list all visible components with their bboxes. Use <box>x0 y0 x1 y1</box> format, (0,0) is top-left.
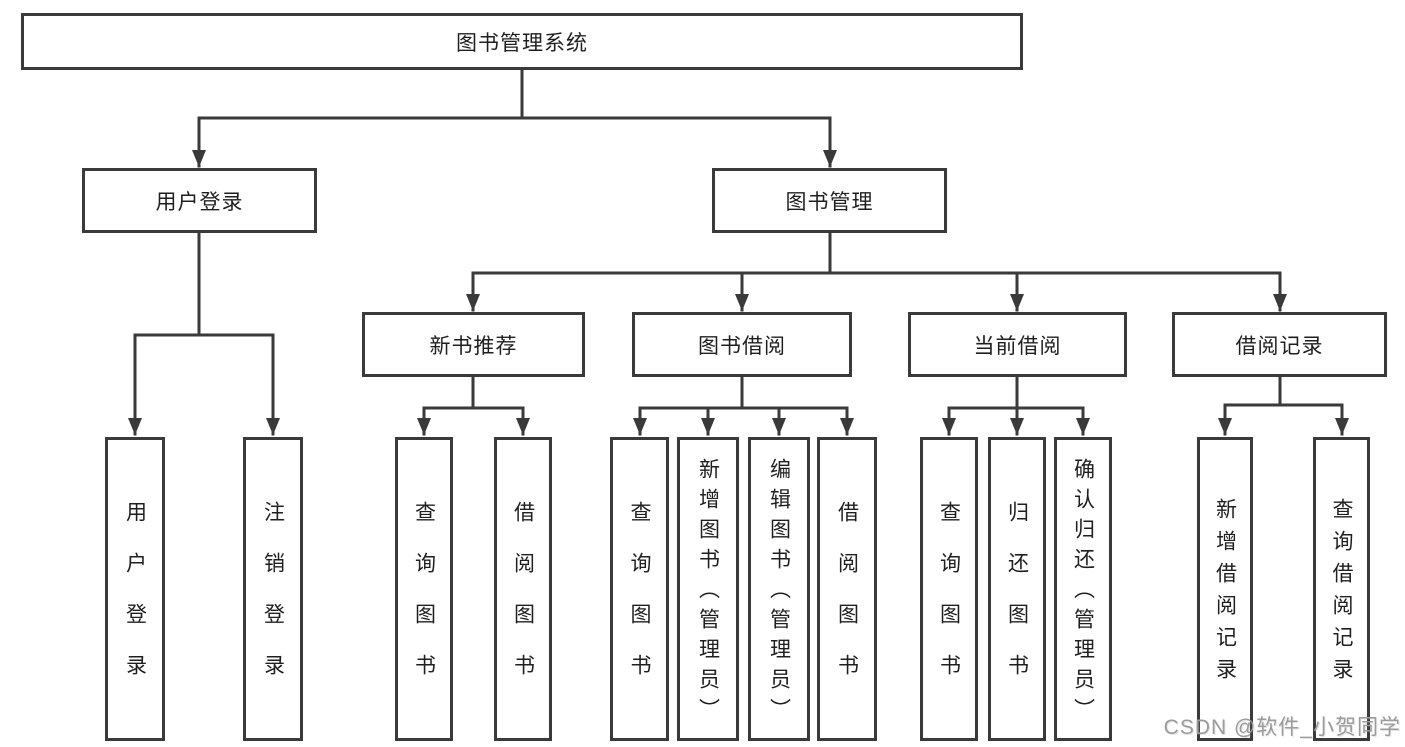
node-label: 新增图书（管理员） <box>696 458 720 728</box>
node-library-management-system: 图书管理系统 <box>21 13 1023 70</box>
node-label: 查询图书 <box>412 501 436 705</box>
node-label: 用户登录 <box>155 190 244 214</box>
leaf-edit-books-admin: 编辑图书（管理员） <box>748 437 810 741</box>
node-label: 查询图书 <box>937 501 961 705</box>
node-label: 注销登录 <box>261 501 285 705</box>
node-borrowing-records: 借阅记录 <box>1172 312 1387 377</box>
node-label: 借阅图书 <box>511 501 535 705</box>
node-book-management: 图书管理 <box>712 168 947 233</box>
leaf-borrow-books-recommend: 借阅图书 <box>494 437 552 741</box>
leaf-borrow-books: 借阅图书 <box>817 437 877 741</box>
node-new-book-recommendation: 新书推荐 <box>362 312 585 377</box>
leaf-query-books-recommend: 查询图书 <box>395 437 453 741</box>
node-label: 新书推荐 <box>429 334 518 358</box>
node-label: 确认归还（管理员） <box>1071 458 1095 728</box>
leaf-return-books: 归还图书 <box>988 437 1046 741</box>
node-user-login-branch: 用户登录 <box>82 168 317 233</box>
leaf-add-books-admin: 新增图书（管理员） <box>677 437 739 741</box>
node-label: 借阅记录 <box>1235 334 1324 358</box>
node-label: 借阅图书 <box>835 501 859 705</box>
node-label: 当前借阅 <box>973 334 1062 358</box>
node-label: 用户登录 <box>123 501 147 705</box>
node-label: 图书管理系统 <box>456 31 588 55</box>
leaf-add-borrow-record: 新增借阅记录 <box>1197 437 1253 741</box>
node-label: 图书管理 <box>785 190 874 214</box>
leaf-user-login: 用户登录 <box>105 437 165 741</box>
node-label: 新增借阅记录 <box>1213 498 1237 690</box>
node-label: 查询图书 <box>628 501 651 705</box>
node-label: 图书借阅 <box>698 334 786 358</box>
node-label: 查询借阅记录 <box>1330 498 1353 690</box>
node-current-borrowing: 当前借阅 <box>908 312 1127 377</box>
node-book-borrowing: 图书借阅 <box>632 312 852 377</box>
leaf-confirm-return-admin: 确认归还（管理员） <box>1054 437 1112 741</box>
node-label: 归还图书 <box>1005 501 1029 705</box>
leaf-query-books-borrow: 查询图书 <box>610 437 669 741</box>
csdn-watermark: CSDN @软件_小贺同学 <box>1163 716 1401 739</box>
leaf-query-books-current: 查询图书 <box>920 437 978 741</box>
leaf-query-borrow-record: 查询借阅记录 <box>1313 437 1370 741</box>
node-label: 编辑图书（管理员） <box>767 458 791 728</box>
leaf-logout: 注销登录 <box>243 437 303 741</box>
